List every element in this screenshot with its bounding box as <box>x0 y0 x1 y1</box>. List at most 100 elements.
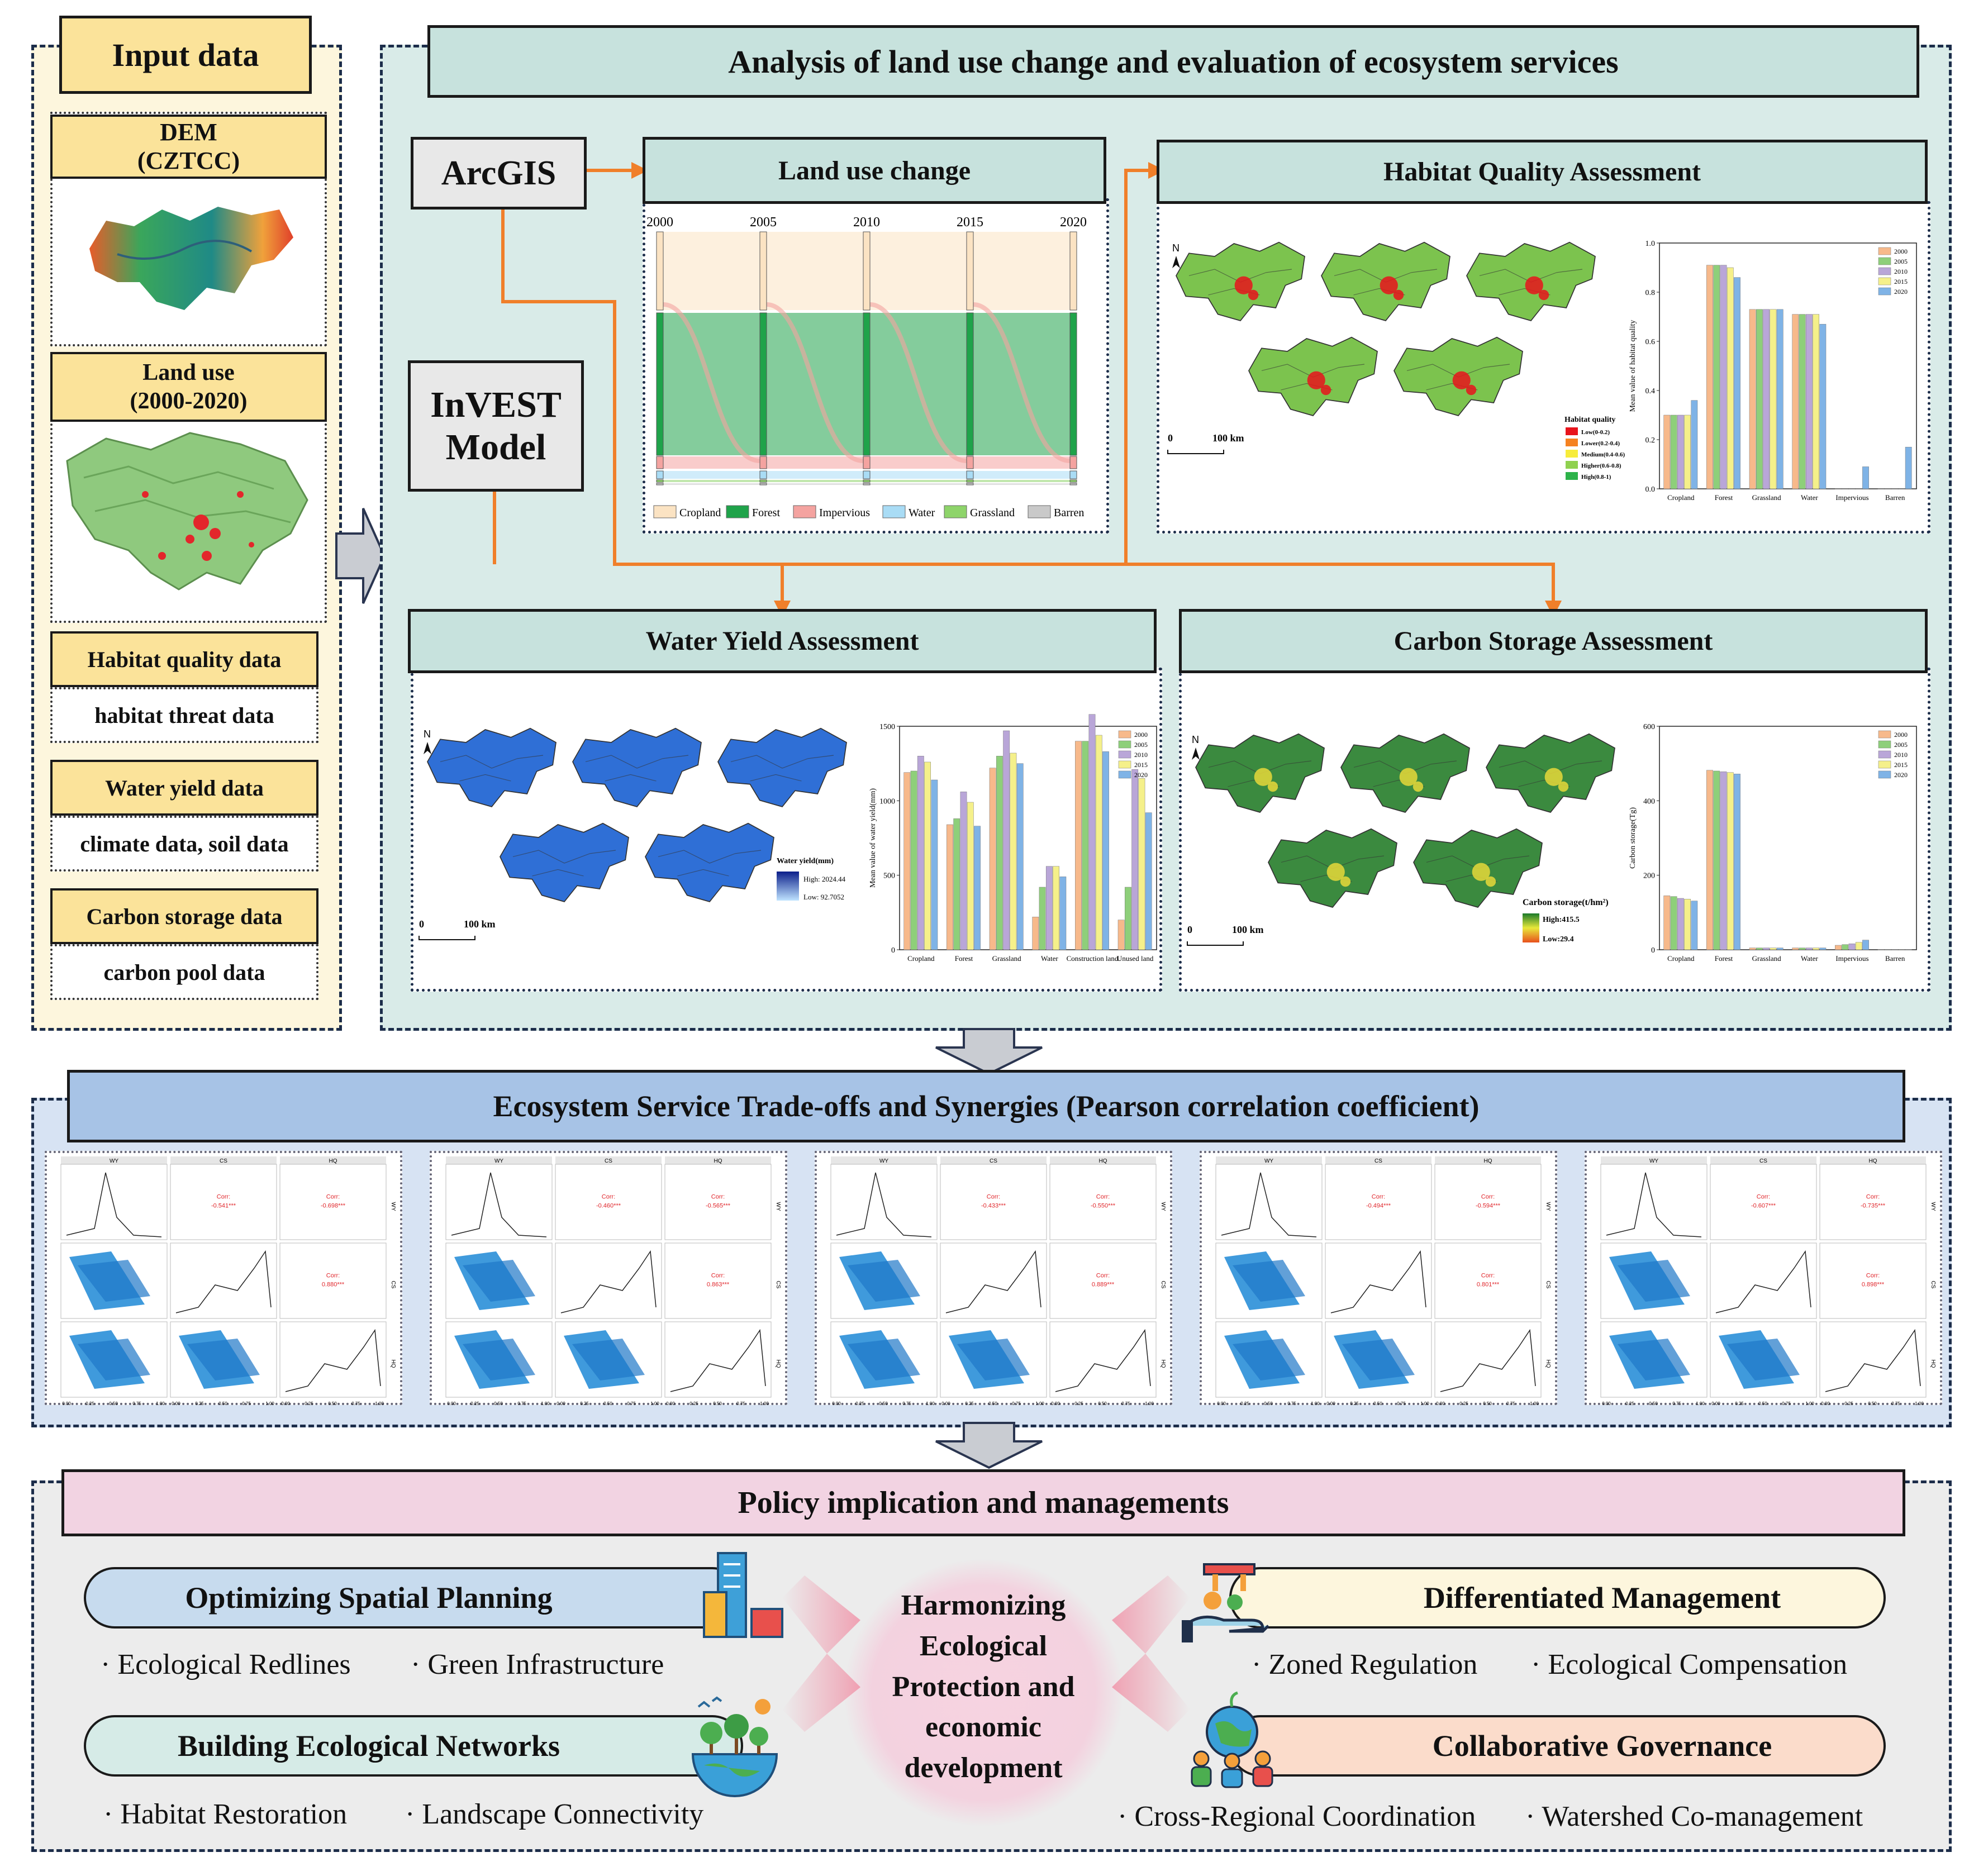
habitat-legend-label: Low(0-0.2) <box>1581 429 1610 436</box>
bar <box>1677 415 1684 489</box>
sankey-node <box>759 479 767 483</box>
bar <box>1749 947 1756 950</box>
bar <box>1691 400 1698 489</box>
x-tick-label: Forest <box>1715 493 1733 502</box>
facet-strip <box>61 1156 167 1164</box>
scatter-cloud <box>848 1339 920 1380</box>
bar <box>1862 466 1869 489</box>
sankey-flow <box>973 471 1070 479</box>
sankey-node <box>966 456 974 469</box>
x-tick-label: 0.00 <box>172 1401 180 1406</box>
pair-plot-svg: WYWYCSCSHQHQCorr:-0.460***Corr:-0.565***… <box>445 1156 781 1406</box>
x-tick-label: 0.75 <box>1782 1401 1791 1406</box>
bar <box>1706 265 1713 489</box>
facet-label: WY <box>494 1158 503 1164</box>
facet-label: WY <box>1930 1202 1936 1211</box>
x-tick-label: 1.00 <box>1311 1401 1320 1406</box>
sankey-legend-label: Impervious <box>819 507 870 519</box>
map-year-3 <box>717 727 847 807</box>
bullet-green-infrastructure: · Green Infrastructure <box>411 1649 664 1680</box>
carbon-data-body: carbon pool data <box>50 944 318 1000</box>
sankey-node <box>759 483 767 485</box>
facet-panel <box>1325 1242 1432 1319</box>
map-region <box>645 822 774 902</box>
chart-plot-area <box>1659 242 1917 489</box>
facet-strip <box>1710 1156 1816 1164</box>
facet-panel <box>60 1164 168 1240</box>
bar <box>1117 920 1125 950</box>
north-arrow-label: N <box>1192 734 1199 745</box>
bar <box>1835 945 1842 950</box>
facet-label: HQ <box>390 1360 396 1368</box>
bullet-watershed-co-management: · Watershed Co-management <box>1525 1801 1863 1832</box>
map-boundaries <box>440 755 544 782</box>
facet-label: CS <box>605 1158 612 1164</box>
density-line <box>175 1250 272 1313</box>
legend-label: 2000 <box>1894 247 1908 255</box>
facet-label: HQ <box>329 1158 337 1164</box>
x-tick-label: 0.00 <box>1602 1401 1611 1406</box>
facet-label: HQ <box>1545 1360 1551 1368</box>
legend-swatch <box>1878 247 1891 255</box>
legend-swatch <box>1878 287 1891 296</box>
facet-panel <box>1710 1164 1817 1240</box>
x-tick-label: 0.50 <box>1264 1401 1273 1406</box>
facet-label: WY <box>110 1158 118 1164</box>
bar <box>931 779 938 950</box>
facet-panel <box>170 1242 277 1319</box>
facet-label: WY <box>1264 1158 1273 1164</box>
x-tick-label: Impervious <box>1835 493 1868 502</box>
corr-label: Corr: <box>217 1194 230 1201</box>
bar <box>996 756 1003 950</box>
x-tick-label: 0.25 <box>85 1401 94 1406</box>
y-tick-label: 400 <box>1643 797 1655 806</box>
legend-swatch <box>1878 267 1891 275</box>
dem-label-line1: DEM <box>160 118 217 146</box>
pair-plot-svg: WYWYCSCSHQHQCorr:-0.494***Corr:-0.594***… <box>1215 1156 1551 1406</box>
scatter-cloud <box>1618 1260 1690 1302</box>
x-tick-label: Barren <box>1885 493 1905 502</box>
bar <box>1756 309 1763 489</box>
facet-strip <box>280 1156 386 1164</box>
sankey-node <box>759 456 767 469</box>
bar <box>1039 887 1046 950</box>
x-tick-label: 0.25 <box>305 1401 313 1406</box>
y-tick-label: 200 <box>1643 872 1655 880</box>
map-boundaries <box>512 850 616 877</box>
map-region <box>500 822 629 902</box>
corr-value: -0.550*** <box>1091 1203 1116 1210</box>
invest-line1: InVEST <box>430 384 562 425</box>
bar <box>1138 778 1145 950</box>
facet-strip <box>1050 1156 1156 1164</box>
scatter-cloud <box>463 1260 535 1302</box>
analysis-to-tradeoff-arrow <box>935 1028 1043 1075</box>
sankey-flow <box>663 456 760 469</box>
x-tick-label: 0.00 <box>62 1401 71 1406</box>
habitat-title: Habitat Quality Assessment <box>1157 140 1928 204</box>
bar <box>1855 942 1862 950</box>
facet-label: WY <box>1160 1202 1166 1211</box>
map-hotspot <box>1326 863 1345 881</box>
legend-swatch <box>1878 760 1891 769</box>
facet-panel <box>940 1164 1047 1240</box>
density-line <box>285 1329 381 1392</box>
x-tick-label: 0.75 <box>1287 1401 1296 1406</box>
legend-label: 2010 <box>1894 751 1908 759</box>
bar <box>1763 947 1770 950</box>
bar <box>1819 323 1827 489</box>
y-tick-label: 0.6 <box>1645 338 1656 346</box>
facet-label: HQ <box>1160 1360 1166 1368</box>
x-tick-label: 0.00 <box>1217 1401 1226 1406</box>
facet-panel <box>1049 1242 1157 1319</box>
center-line-5: development <box>904 1752 1063 1784</box>
bar <box>1102 751 1109 950</box>
corr-label: Corr: <box>1757 1194 1770 1201</box>
x-tick-label: 0.50 <box>1649 1401 1658 1406</box>
dem-label: DEM (CZTCC) <box>50 115 327 179</box>
bar <box>1770 947 1777 950</box>
center-line-2: Ecological <box>919 1630 1048 1662</box>
analysis-title: Analysis of land use change and evaluati… <box>427 25 1919 98</box>
north-arrow-label: N <box>424 729 431 740</box>
